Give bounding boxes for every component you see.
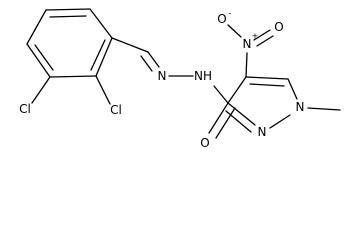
pyrazole-nitrogen-1-label: N (296, 100, 305, 114)
imine-nitrogen-label: N (158, 69, 167, 83)
nitro-bonds (227, 24, 274, 78)
nitro-nitrogen-label: N (243, 37, 252, 51)
pyrazole-ring (225, 76, 341, 133)
nitro-nitrogen-charge: + (252, 32, 259, 41)
hydrazide-nh-label: NH (194, 69, 212, 83)
pyrazole-nitrogen-2-label: N (258, 125, 267, 139)
nitro-oxygen-top-label: O (217, 12, 226, 26)
nitro-oxygen-top-charge: - (229, 9, 232, 18)
hydrazone-bonds (111, 37, 236, 139)
chlorine-label-lower: Cl (110, 103, 122, 117)
chloro-bonds (31, 75, 111, 105)
chemical-structure: Cl Cl N NH O N + O - O N N (19, 8, 341, 150)
carbonyl-oxygen-label: O (200, 136, 209, 150)
nitro-oxygen-right-label: O (274, 20, 283, 34)
benzene-ring (26, 8, 113, 78)
chlorine-label-upper: Cl (19, 102, 31, 116)
